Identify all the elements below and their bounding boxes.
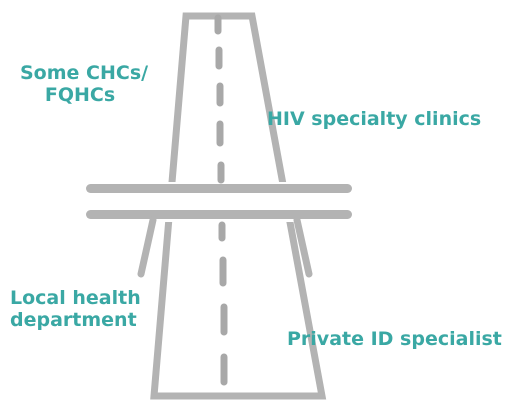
label-line: Local health: [10, 287, 141, 309]
label-line: Some CHCs/: [20, 62, 149, 84]
label-private-id-specialist: Private ID specialist: [287, 328, 502, 350]
overpass-bar-top: [86, 184, 352, 193]
label-hiv-specialty-clinics: HIV specialty clinics: [267, 108, 482, 130]
overpass-support-right: [293, 216, 313, 278]
label-some-chcs-fqhcs: Some CHCs/ FQHCs: [20, 62, 149, 106]
label-line: department: [10, 309, 137, 331]
overpass-bar-bottom: [86, 210, 352, 219]
label-line: FQHCs: [44, 84, 116, 106]
road-outline: [150, 12, 327, 400]
label-local-health-department: Local health department: [10, 287, 141, 331]
overpass-support-left: [137, 216, 157, 278]
road-center-dashes: [214, 14, 228, 386]
